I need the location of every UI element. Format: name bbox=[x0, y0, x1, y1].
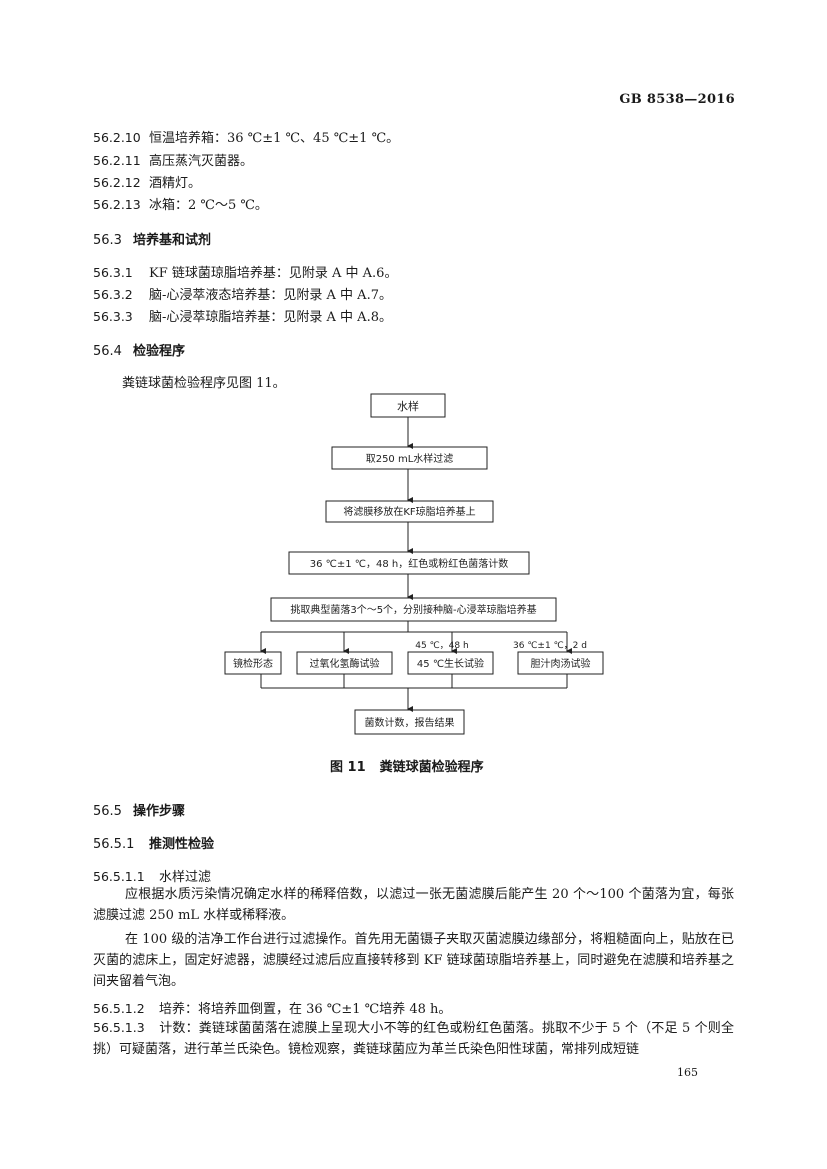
clause-number: 56.5.1.2 bbox=[93, 1001, 145, 1016]
clause-number: 56.2.12 bbox=[93, 175, 141, 190]
clause-text: 计数：粪链球菌菌落在滤膜上呈现大小不等的红色或粉红色菌落。挑取不少于 5 个（不… bbox=[93, 1021, 734, 1057]
procedure-intro: 粪链球菌检验程序见图 11。 bbox=[122, 376, 286, 391]
flow-text-pick: 挑取典型菌落3个～5个，分别接种脑-心浸萃琼脂培养基 bbox=[290, 603, 536, 616]
clause-text: 脑-心浸萃液态培养基：见附录 A 中 A.7。 bbox=[149, 288, 392, 303]
clause-text: 脑-心浸萃琼脂培养基：见附录 A 中 A.8。 bbox=[149, 310, 392, 325]
clause-number: 56.3.2 bbox=[93, 287, 133, 302]
section-title: 检验程序 bbox=[133, 344, 186, 359]
clause-number: 56.5.1.3 bbox=[93, 1020, 145, 1035]
clause-text: 恒温培养箱：36 ℃±1 ℃、45 ℃±1 ℃。 bbox=[149, 131, 400, 146]
clause-number: 56.3.3 bbox=[93, 309, 133, 324]
page-number: 165 bbox=[677, 1066, 698, 1079]
flow-text-test-4: 胆汁肉汤试验 bbox=[531, 657, 591, 670]
section-heading-presumptive: 56.5.1 推测性检验 bbox=[93, 833, 214, 852]
media-item: 56.3.2 脑-心浸萃液态培养基：见附录 A 中 A.7。 bbox=[93, 284, 392, 303]
paragraph-filtration: 在 100 级的洁净工作台进行过滤操作。首先用无菌镊子夹取灭菌滤膜边缘部分，将粗… bbox=[93, 932, 734, 989]
clause-text: 冰箱：2 ℃～5 ℃。 bbox=[149, 198, 268, 213]
section-heading-procedure: 56.4 检验程序 bbox=[93, 340, 185, 359]
subsection-filter: 56.5.1.1 水样过滤 bbox=[93, 866, 211, 885]
section-number: 56.3 bbox=[93, 233, 122, 248]
flow-text-test-2: 过氧化氢酶试验 bbox=[310, 657, 380, 670]
clause-text: 酒精灯。 bbox=[149, 176, 202, 191]
flow-text-water: 水样 bbox=[397, 399, 419, 413]
figure-number: 图 11 bbox=[330, 760, 366, 775]
flow-text-result: 菌数计数，报告结果 bbox=[365, 716, 455, 729]
standard-number: GB 8538—2016 bbox=[619, 92, 735, 107]
subsection-culture: 56.5.1.2 培养：将培养皿倒置，在 36 ℃±1 ℃培养 48 h。 bbox=[93, 998, 451, 1017]
flow-text-filter: 取250 mL水样过滤 bbox=[366, 452, 454, 465]
flow-label-45: 45 ℃，48 h bbox=[415, 641, 468, 651]
flow-text-incubate: 36 ℃±1 ℃，48 h，红色或粉红色菌落计数 bbox=[310, 557, 509, 570]
clause-number: 56.5.1.1 bbox=[93, 869, 145, 884]
clause-number: 56.2.11 bbox=[93, 153, 141, 168]
section-number: 56.5.1 bbox=[93, 837, 135, 852]
clause-number: 56.2.13 bbox=[93, 197, 141, 212]
clause-number: 56.2.10 bbox=[93, 130, 141, 145]
section-title: 培养基和试剂 bbox=[133, 233, 212, 248]
box-test-1 bbox=[224, 651, 282, 675]
clause-text: 高压蒸汽灭菌器。 bbox=[149, 154, 254, 169]
figure-title: 粪链球菌检验程序 bbox=[379, 760, 484, 775]
clause-text: KF 链球菌琼脂培养基：见附录 A 中 A.6。 bbox=[149, 266, 398, 281]
section-title: 推测性检验 bbox=[149, 837, 215, 852]
section-heading-media: 56.3 培养基和试剂 bbox=[93, 229, 211, 248]
section-number: 56.5 bbox=[93, 804, 122, 819]
section-number: 56.4 bbox=[93, 344, 122, 359]
media-item: 56.3.3 脑-心浸萃琼脂培养基：见附录 A 中 A.8。 bbox=[93, 306, 392, 325]
box-test-4 bbox=[517, 651, 604, 675]
flow-text-test-1: 镜检形态 bbox=[233, 657, 273, 670]
equipment-item: 56.2.12 酒精灯。 bbox=[93, 172, 201, 191]
figure-caption: 图 11 粪链球菌检验程序 bbox=[330, 756, 498, 775]
equipment-item: 56.2.11 高压蒸汽灭菌器。 bbox=[93, 150, 253, 169]
flow-text-transfer: 将滤膜移放在KF琼脂培养基上 bbox=[343, 505, 475, 518]
section-title: 操作步骤 bbox=[133, 804, 186, 819]
box-test-3 bbox=[407, 651, 494, 675]
paragraph-dilution: 应根据水质污染情况确定水样的稀释倍数，以滤过一张无菌滤膜后能产生 20 个～10… bbox=[93, 887, 734, 923]
clause-text: 培养：将培养皿倒置，在 36 ℃±1 ℃培养 48 h。 bbox=[159, 1002, 452, 1017]
flow-label-36: 36 ℃±1 ℃，2 d bbox=[513, 641, 587, 651]
equipment-item: 56.2.13 冰箱：2 ℃～5 ℃。 bbox=[93, 194, 268, 213]
flowchart: 水样 取250 mL水样过滤 将滤膜移放在KF琼脂培养基上 36 ℃±1 ℃，4… bbox=[224, 393, 604, 735]
clause-number: 56.3.1 bbox=[93, 265, 133, 280]
equipment-item: 56.2.10 恒温培养箱：36 ℃±1 ℃、45 ℃±1 ℃。 bbox=[93, 127, 399, 146]
box-pick bbox=[270, 597, 557, 622]
clause-title: 水样过滤 bbox=[159, 870, 212, 885]
flow-text-test-3: 45 ℃生长试验 bbox=[417, 657, 484, 670]
section-heading-steps: 56.5 操作步骤 bbox=[93, 800, 185, 819]
media-item: 56.3.1 KF 链球菌琼脂培养基：见附录 A 中 A.6。 bbox=[93, 262, 397, 281]
